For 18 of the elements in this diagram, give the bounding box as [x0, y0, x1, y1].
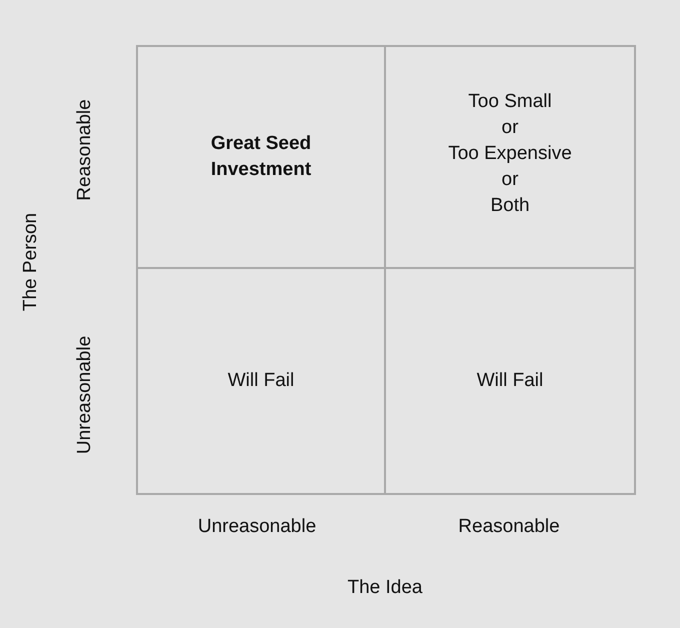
- axis-label: Unreasonable: [198, 516, 316, 538]
- quadrant-text: Too Expensive: [448, 142, 572, 166]
- axis-label: The Idea: [348, 577, 422, 599]
- quadrant-cell: [136, 45, 386, 269]
- axis-label: The Person: [20, 212, 42, 312]
- quadrant-text: Both: [490, 194, 530, 218]
- quadrant-text: or: [502, 168, 518, 192]
- quadrant-cell: [384, 45, 636, 269]
- axis-label: Reasonable: [458, 516, 560, 538]
- quadrant-text: Too Small: [468, 90, 552, 114]
- axis-label: Unreasonable: [74, 336, 96, 454]
- quadrant-text: Will Fail: [228, 369, 294, 393]
- axis-label: Reasonable: [74, 99, 96, 201]
- quadrant-cell: [384, 267, 636, 495]
- quadrant-text: Will Fail: [476, 369, 544, 393]
- quadrant-text: Great Seed Investment: [210, 132, 312, 182]
- quadrant-text: or: [502, 116, 518, 140]
- quadrant-cell: [136, 267, 386, 495]
